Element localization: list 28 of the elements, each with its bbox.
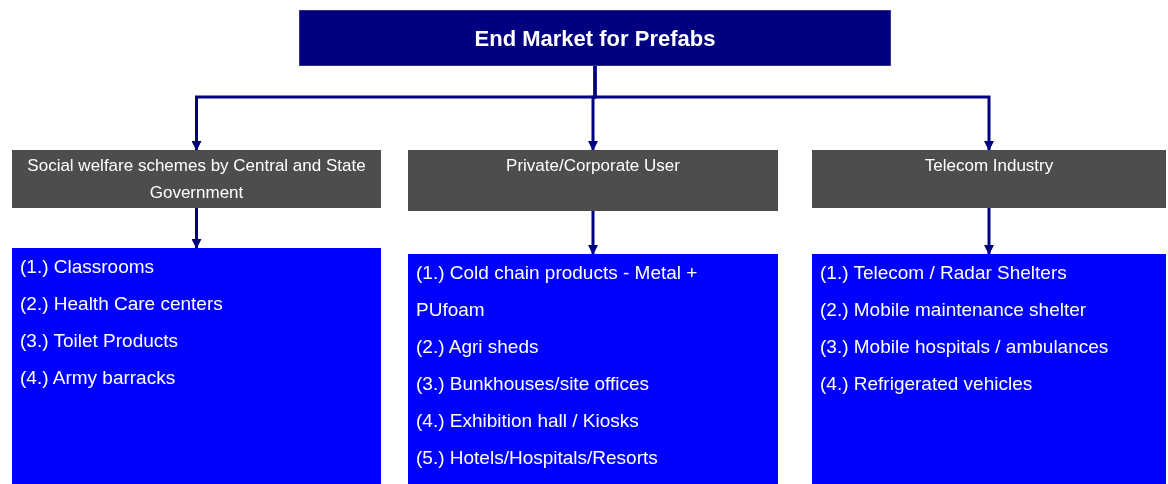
category-box bbox=[12, 150, 381, 208]
list-item: (1.) Classrooms bbox=[20, 255, 156, 279]
arrow bbox=[984, 208, 994, 255]
list-item: (2.) Health Care centers bbox=[20, 292, 224, 316]
list-box bbox=[408, 254, 778, 484]
title-text: End Market for Prefabs bbox=[474, 24, 716, 53]
category-label: Private/Corporate User bbox=[505, 155, 681, 177]
list-item: (2.) Agri sheds bbox=[416, 335, 540, 359]
list-item: (4.) Refrigerated vehicles bbox=[820, 372, 1034, 396]
list-item: (3.) Bunkhouses/site offices bbox=[416, 372, 651, 396]
arrow bbox=[588, 211, 598, 255]
title-box bbox=[299, 10, 891, 66]
arrow bbox=[191, 208, 202, 249]
category-box bbox=[812, 150, 1166, 208]
list-box bbox=[12, 248, 381, 484]
list-item: (2.) Mobile maintenance shelter bbox=[820, 298, 1088, 322]
list-item: (5.) Hotels/Hospitals/Resorts bbox=[416, 446, 659, 470]
list-item: (3.) Toilet Products bbox=[20, 329, 180, 353]
list-box bbox=[812, 254, 1166, 484]
category-box bbox=[408, 150, 778, 211]
list-item: (4.) Exhibition hall / Kiosks bbox=[416, 409, 640, 433]
list-item: (1.) Cold chain products - Metal + PUfoam bbox=[416, 261, 699, 322]
list-item: (4.) Army barracks bbox=[20, 366, 177, 390]
arrow bbox=[593, 66, 994, 151]
list-item: (1.) Telecom / Radar Shelters bbox=[820, 261, 1068, 285]
list-item: (3.) Mobile hospitals / ambulances bbox=[820, 335, 1110, 359]
category-label: Social welfare schemes by Central and State Government bbox=[26, 155, 367, 204]
category-label: Telecom Industry bbox=[923, 155, 1055, 177]
